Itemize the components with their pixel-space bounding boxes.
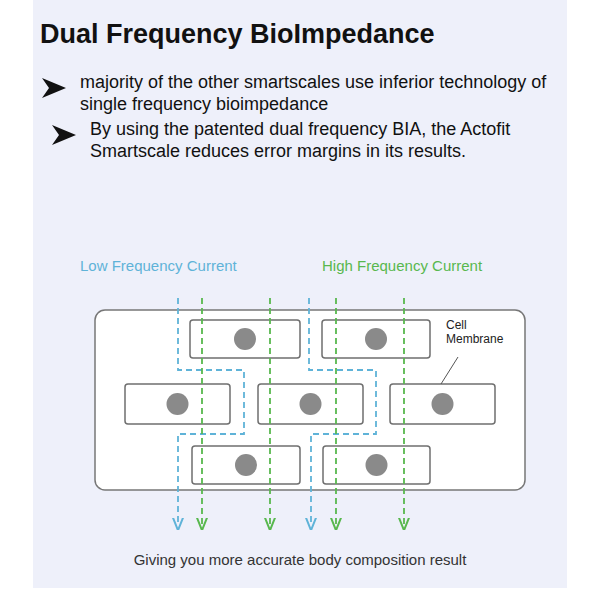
low-frequency-path: [178, 298, 244, 524]
bullet-arrow: [52, 125, 76, 145]
cell-membrane: [125, 384, 230, 424]
cell-nucleus: [366, 454, 388, 476]
membrane-label: Cell Membrane: [446, 318, 518, 347]
cell-nucleus: [167, 393, 189, 415]
high-frequency-path: [335, 298, 337, 524]
panel-ground: [33, 0, 567, 588]
cell-nucleus: [234, 328, 256, 350]
cell-nucleus: [432, 393, 454, 415]
title: Dual Frequency BioImpedance: [40, 18, 560, 50]
cells: [125, 320, 495, 484]
bullet-text: By using the patented dual frequency BIA…: [90, 119, 550, 162]
tissue-outline: [95, 310, 525, 490]
low-frequency-path: [309, 298, 376, 524]
cell-membrane: [258, 384, 363, 424]
high-frequency-path: [403, 298, 405, 524]
caption: Giving you more accurate body compositio…: [40, 551, 560, 569]
leader-line: [441, 357, 458, 384]
cell-nucleus: [300, 393, 322, 415]
current-label: Low Frequency Current: [80, 257, 300, 275]
high-frequency-path: [269, 298, 271, 524]
cell-nucleus: [235, 454, 257, 476]
cell-membrane: [323, 446, 430, 484]
cell-nucleus: [365, 328, 387, 350]
cell-membrane: [390, 384, 495, 424]
bullet-text: majority of the other smartscales use in…: [80, 72, 550, 115]
high-frequency-path: [201, 298, 203, 524]
bullet-arrow: [42, 78, 66, 98]
cell-membrane: [192, 446, 300, 484]
current-label: High Frequency Current: [322, 257, 552, 275]
cell-membrane: [322, 320, 430, 358]
current-lines: [178, 298, 404, 524]
cell-membrane: [190, 320, 300, 358]
